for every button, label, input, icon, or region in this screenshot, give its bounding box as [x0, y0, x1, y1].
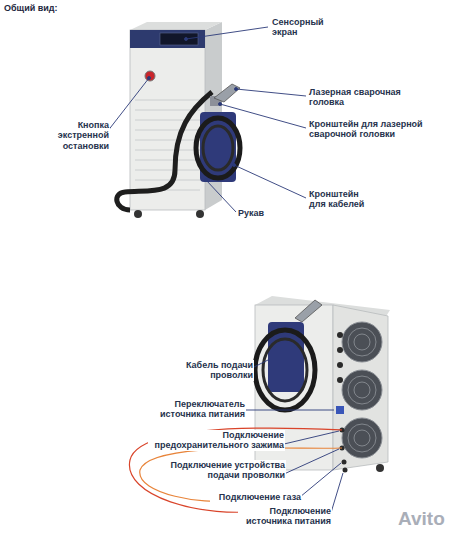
leader-lines — [107, 27, 306, 212]
part-label: Сенсорный экран — [271, 17, 331, 38]
part-label: Кнопка экстренной остановки — [50, 120, 110, 151]
front-machine — [117, 22, 240, 218]
part-label: Подключение газа — [210, 492, 302, 502]
cable-wires — [129, 428, 342, 512]
part-label: Переключатель источника питания — [146, 399, 246, 420]
rear-machine — [255, 296, 390, 478]
part-label: Подключение устройства подачи проволки — [164, 460, 286, 481]
watermark: Avito — [398, 508, 458, 530]
part-label: Лазерная сварочная головка — [308, 87, 410, 108]
heading: Общий вид: — [4, 3, 58, 13]
part-label: Кронштейн для лазерной сварочной головки — [308, 119, 430, 140]
part-label: Кабель подачи проволки — [176, 360, 254, 381]
part-label: Кронштейн для кабелей — [308, 189, 374, 210]
part-label: Подключение источника питания — [238, 506, 332, 527]
part-label: Подключение предохранительного зажима — [148, 430, 285, 451]
part-label: Рукав — [237, 208, 279, 218]
